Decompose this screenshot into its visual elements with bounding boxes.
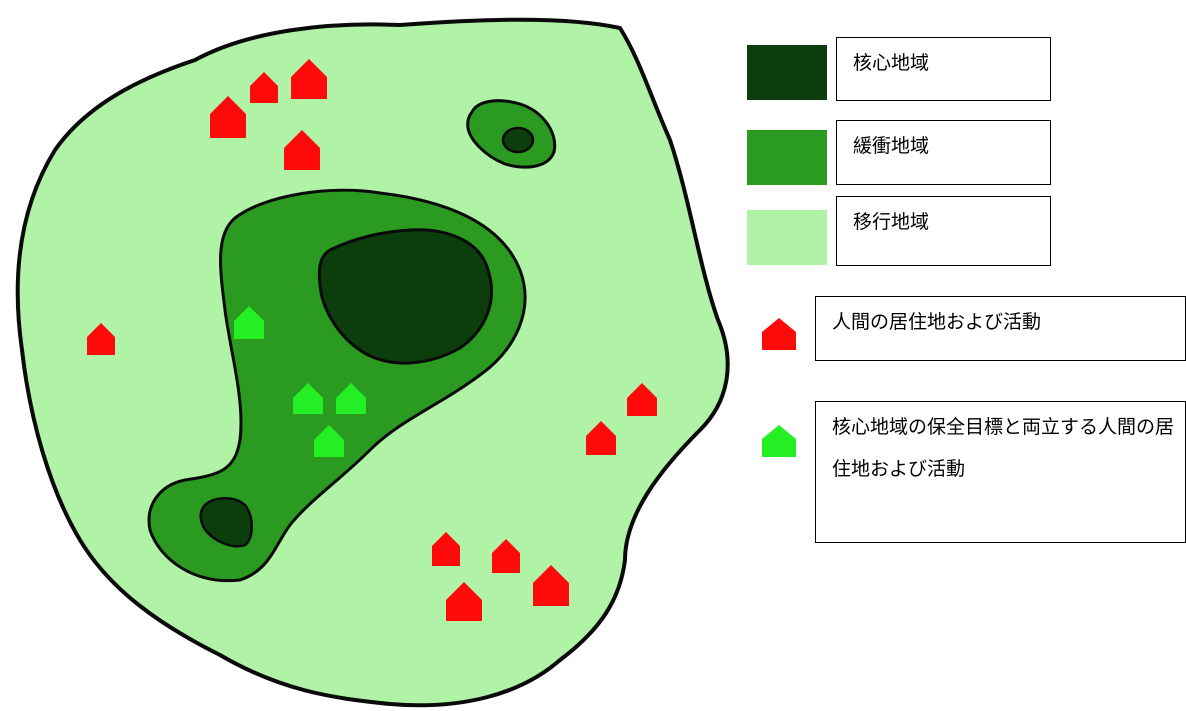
settlements-green	[234, 306, 366, 457]
settlement-house	[627, 383, 657, 416]
settlements-red	[87, 59, 657, 621]
legend-icon-compatible-settlement	[762, 425, 796, 457]
legend-box-core: 核心地域	[836, 37, 1051, 101]
legend-label-compatible-settlement: 核心地域の保全目標と両立する人間の居住地および活動	[832, 416, 1175, 480]
legend-box-transition: 移行地域	[836, 196, 1051, 266]
legend-icon-settlement	[762, 318, 796, 350]
legend-label-settlement: 人間の居住地および活動	[832, 311, 1042, 333]
compatible-house	[314, 425, 344, 457]
settlement-house	[533, 565, 569, 606]
settlement-house	[291, 59, 327, 99]
core-area-main	[317, 228, 493, 365]
settlement-house	[432, 532, 460, 566]
compatible-house	[234, 306, 264, 339]
core-area-lobe	[199, 497, 253, 548]
settlement-house	[250, 72, 278, 103]
legend-box-compatible-settlement: 核心地域の保全目標と両立する人間の居住地および活動	[815, 401, 1186, 543]
legend-swatch-core	[747, 45, 827, 100]
legend-label-transition: 移行地域	[853, 211, 930, 233]
compatible-house	[293, 383, 323, 414]
legend-label-core: 核心地域	[853, 52, 930, 74]
legend-label-buffer: 緩衝地域	[853, 135, 930, 157]
core-area-island	[501, 126, 535, 154]
legend-swatch-transition	[747, 210, 827, 265]
compatible-house	[336, 383, 366, 414]
legend-swatch-buffer	[747, 130, 827, 185]
settlement-house	[586, 421, 616, 455]
legend-box-settlement: 人間の居住地および活動	[815, 296, 1186, 361]
settlement-house	[210, 96, 246, 138]
settlement-house	[492, 539, 520, 573]
legend-box-buffer: 緩衝地域	[836, 120, 1051, 185]
settlement-house	[284, 130, 320, 170]
settlement-house	[87, 323, 115, 355]
settlement-house	[446, 582, 482, 621]
